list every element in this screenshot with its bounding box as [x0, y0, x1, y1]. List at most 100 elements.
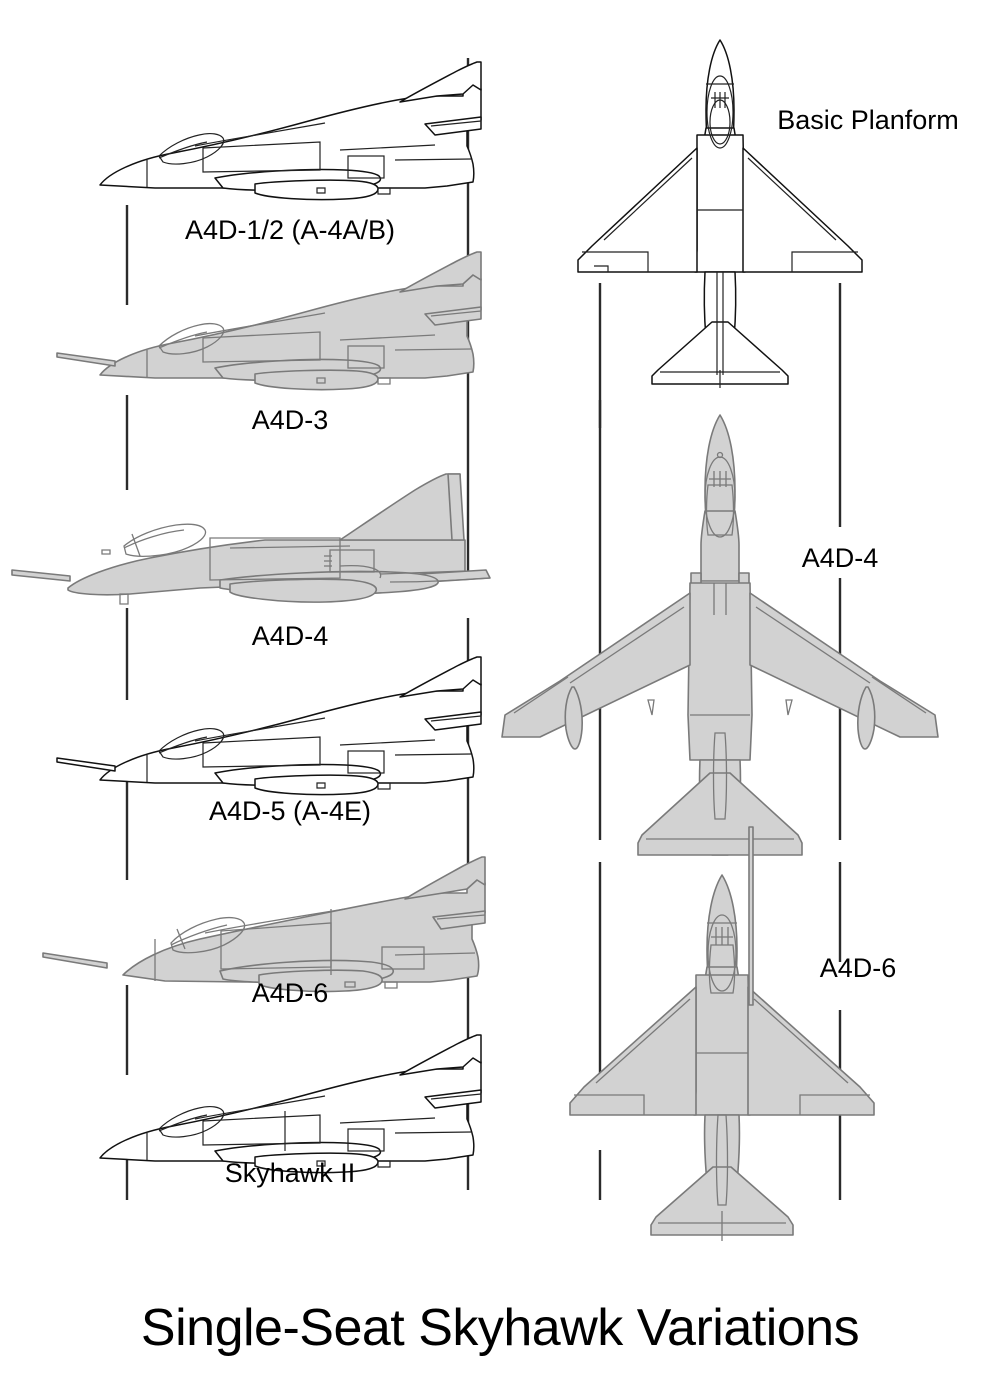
label-a4d-3: A4D-3 [252, 405, 329, 435]
main-gear-door [377, 1160, 391, 1168]
spine-line [204, 908, 346, 934]
tailplane-chord-line [430, 310, 482, 317]
vertical-fin-chord [715, 1114, 729, 1206]
left-wing [569, 986, 697, 1116]
left-aileron-detail [594, 265, 609, 272]
plan-view-a4d-6 [569, 826, 875, 1241]
horizontal-tail [424, 306, 482, 326]
exhaust-line [394, 348, 472, 351]
vertical-tail [339, 473, 461, 541]
right-wing [742, 147, 863, 273]
exhaust-line [394, 1131, 472, 1134]
right-pylon [785, 699, 793, 716]
center-fuselage [693, 974, 751, 1116]
canopy-frame [170, 924, 228, 946]
refuelling-probe [748, 826, 754, 1006]
refuelling-probe [56, 757, 116, 772]
main-gear-door [377, 187, 391, 195]
speed-brake [347, 750, 385, 774]
windscreen-frame [131, 533, 141, 557]
pylon-stub [316, 377, 326, 384]
exhaust-line [394, 753, 472, 756]
rudder [447, 473, 465, 541]
brake-hinge-lines [324, 555, 332, 567]
exhaust-line [379, 570, 466, 575]
left-slat-line [603, 157, 693, 241]
label-a4d-6: A4D-6 [252, 978, 329, 1008]
refuelling-probe [56, 352, 116, 367]
plan-view-basic-planform [577, 39, 863, 388]
horizontal-tail [424, 711, 482, 731]
plan-view-a4d-4 [501, 414, 939, 856]
windscreen-bows [715, 927, 729, 945]
canopy [158, 727, 225, 760]
nacelle-curve [339, 564, 382, 579]
nose-gear [119, 593, 129, 605]
canopy-frame [158, 736, 208, 754]
right-wingtip-line [871, 676, 927, 714]
windscreen-frame [176, 928, 186, 950]
pylon-stub [316, 187, 326, 194]
right-wing [747, 986, 875, 1116]
belly-tank [258, 969, 383, 993]
label-a4d-1-2: A4D-1/2 (A-4A/B) [185, 215, 395, 245]
canopy-frame [158, 1114, 208, 1132]
fuselage-panel-line [339, 739, 436, 746]
canopy [706, 75, 734, 149]
tailplane-chord-line [430, 715, 482, 722]
speed-brake [347, 345, 385, 369]
left-flap [582, 251, 649, 272]
refuelling-probe [11, 569, 71, 582]
horizontal-tail [424, 1089, 482, 1109]
label-a4d-6-plan: A4D-6 [820, 953, 897, 983]
side-view-a4d-5 [56, 656, 482, 796]
vertical-tail [399, 656, 482, 698]
canopy-frame [158, 141, 208, 159]
vertical-tail [399, 1034, 482, 1076]
dorsal-hump [202, 331, 321, 363]
main-gear-door [384, 981, 398, 989]
vertical-fin-chord [712, 732, 728, 820]
horizontal-stabilizer [650, 1166, 794, 1236]
left-pylon [647, 699, 655, 716]
vertical-tail [399, 61, 482, 103]
canopy [158, 1105, 225, 1138]
side-view-a4d-3 [56, 251, 482, 391]
nose-sensor [101, 549, 111, 555]
right-flap [799, 1094, 870, 1115]
label-a4d-5: A4D-5 (A-4E) [209, 796, 371, 826]
dorsal-hump [209, 537, 341, 581]
dorsal-hump [202, 1114, 321, 1146]
center-fuselage [687, 582, 753, 761]
right-wing-fence [857, 686, 876, 750]
tailplane-chord-line [436, 914, 486, 920]
vertical-tail [404, 856, 486, 900]
fuselage-panel-line [229, 545, 351, 549]
left-slat-line [595, 998, 691, 1084]
windscreen-bows [714, 92, 726, 108]
fuselage-panel-line [339, 1117, 436, 1124]
speed-brake [381, 946, 425, 970]
canopy-glass [708, 944, 736, 994]
vertical-fin-chord [716, 272, 724, 375]
canopy-frame [158, 331, 208, 349]
label-a4d-4-plan: A4D-4 [802, 543, 879, 573]
horizontal-stabilizer [637, 772, 803, 856]
vertical-tail [399, 251, 482, 293]
nose-probe-port [716, 451, 724, 459]
canopy [123, 523, 207, 557]
refuelling-probe [42, 952, 108, 969]
left-flap [574, 1094, 645, 1115]
exhaust-line [394, 158, 472, 161]
label-skyhawk-2: Skyhawk II [225, 1158, 356, 1188]
canopy [707, 914, 737, 992]
side-view-a4d-1-2 [99, 61, 482, 201]
right-flap [791, 251, 858, 272]
main-gear-door [377, 377, 391, 385]
dorsal-hump [202, 141, 321, 173]
horizontal-tail [424, 116, 482, 136]
canopy [158, 322, 225, 355]
canopy [158, 132, 225, 165]
pylon-stub [316, 1160, 326, 1167]
